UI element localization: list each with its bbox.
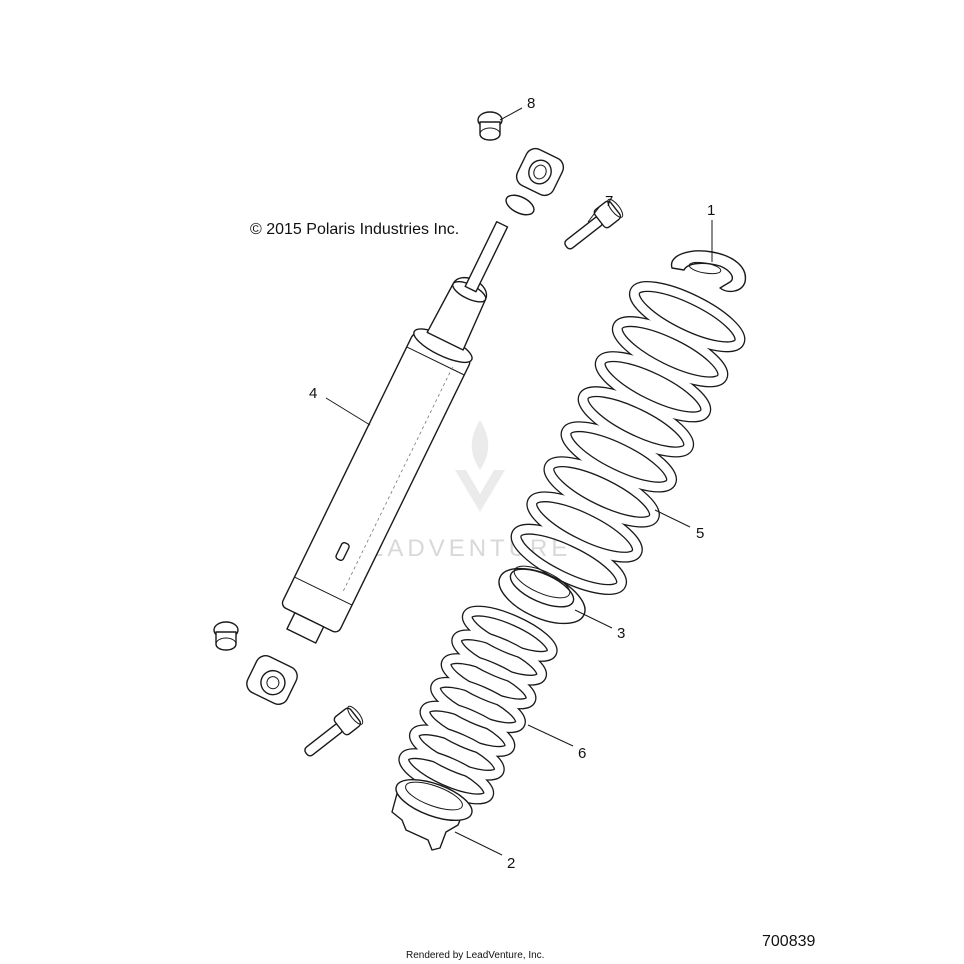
leader-4 [325,397,371,426]
leader-lines [325,107,713,856]
callout-2: 2 [507,855,515,872]
rendered-by-text: Rendered by LeadVenture, Inc. [406,950,544,961]
leader-8 [499,107,523,121]
callout-6: 6 [578,745,586,762]
callout-4: 4 [309,385,317,402]
leader-2 [454,831,503,856]
leader-7 [587,205,601,223]
bushing-bottom[interactable] [213,621,239,651]
callout-8: 8 [527,95,535,112]
leader-3 [574,609,613,629]
leader-5 [654,509,691,528]
document-number: 700839 [762,933,815,950]
mounting-bolt-top[interactable] [560,197,626,255]
flame-v-logo-icon [455,420,505,512]
shock-absorber[interactable] [243,145,566,707]
callout-1: 1 [707,202,715,219]
callout-5: 5 [696,525,704,542]
callout-7: 7 [605,193,613,210]
upper-coil-spring[interactable] [509,275,747,601]
bushing-top[interactable] [477,111,503,141]
callout-labels: 1 2 3 4 5 6 7 8 [309,95,715,872]
mounting-bolt-bottom[interactable] [300,704,366,762]
copyright-text: © 2015 Polaris Industries Inc. [250,221,459,238]
lower-coil-spring[interactable] [398,602,558,808]
callout-3: 3 [617,625,625,642]
retaining-clip[interactable] [670,250,747,293]
spring-adapter[interactable] [491,557,593,635]
lower-spring-seat[interactable] [391,771,477,851]
leader-6 [527,724,574,747]
